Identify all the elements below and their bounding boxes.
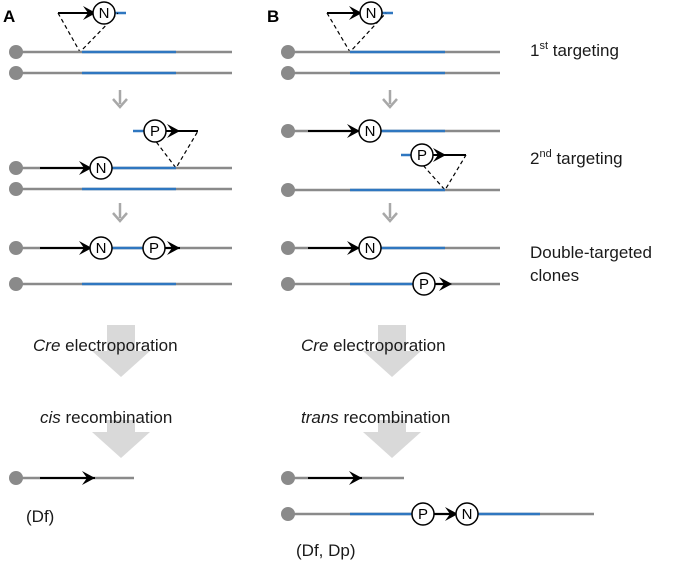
panel-b-result-chromosome-1 [281, 471, 404, 485]
puro-marker-icon [142, 236, 166, 260]
down-arrow-icon [112, 90, 128, 109]
panel-a-chromosome-4 [9, 182, 232, 196]
neo-marker-icon [359, 1, 383, 25]
panel-b-chromosome-6: P [281, 272, 500, 296]
double-targeted-label-line2: clones [530, 266, 579, 285]
neo-marker-icon [89, 156, 113, 180]
puro-marker-icon [411, 502, 435, 526]
neo-marker-label: N [366, 5, 377, 22]
panel-a-cre-label: Cre electroporation [33, 336, 178, 355]
panel-b-cre-label: Cre electroporation [301, 336, 446, 355]
panel-a-result-chromosome [9, 471, 134, 485]
panel-b-targeting-vector-puro: P [401, 143, 467, 192]
panel-a-chromosome-6 [9, 277, 232, 291]
second-targeting-label: 2nd targeting [530, 148, 623, 168]
double-targeted-label-line1: Double-targeted [530, 243, 652, 262]
puro-marker-label: P [419, 276, 429, 293]
panel-a-result-label: (Df) [26, 507, 54, 526]
panel-a-targeting-vector-neo: N [57, 1, 126, 53]
puro-marker-label: P [417, 147, 427, 164]
panel-b-chromosome-5: N [281, 236, 500, 260]
panel-a-label: A [3, 7, 15, 26]
down-arrow-icon [112, 203, 128, 223]
panel-b-chromosome-4 [281, 183, 500, 197]
neo-marker-label: N [462, 506, 473, 523]
big-down-arrow-icon [92, 420, 150, 458]
neo-marker-icon [89, 236, 113, 260]
puro-marker-icon [412, 272, 436, 296]
panel-b-label: B [267, 7, 279, 26]
neo-marker-label: N [365, 123, 376, 140]
panel-b-chromosome-1 [281, 45, 500, 59]
neo-marker-label: N [96, 240, 107, 257]
panel-a-chromosome-2 [9, 66, 232, 80]
puro-marker-icon [143, 119, 167, 143]
panel-a-targeting-vector-puro: P [133, 119, 199, 170]
neo-marker-icon [358, 236, 382, 260]
panel-a-chromosome-5: N P [9, 236, 232, 260]
panel-b-chromosome-3: N [281, 119, 500, 143]
neo-marker-icon [455, 502, 479, 526]
puro-marker-label: P [149, 240, 159, 257]
neo-marker-icon [358, 119, 382, 143]
puro-marker-label: P [150, 123, 160, 140]
big-down-arrow-icon [363, 325, 421, 377]
panel-a-cis-label: cis recombination [40, 408, 172, 427]
first-targeting-label: 1st targeting [530, 40, 619, 60]
down-arrow-icon [382, 203, 398, 223]
panel-b-result-label: (Df, Dp) [296, 541, 356, 560]
neo-marker-label: N [99, 5, 110, 22]
puro-marker-label: P [418, 506, 428, 523]
neo-marker-label: N [96, 160, 107, 177]
puro-marker-icon [410, 143, 434, 167]
big-down-arrow-icon [92, 325, 150, 377]
neo-marker-icon [92, 1, 116, 25]
panel-a-chromosome-1 [9, 45, 232, 59]
panel-b-chromosome-2 [281, 66, 500, 80]
neo-marker-label: N [365, 240, 376, 257]
panel-b-result-chromosome-2: P N [281, 502, 594, 526]
panel-b-targeting-vector-neo: N [326, 1, 393, 54]
panel-a-chromosome-3: N [9, 156, 232, 180]
big-down-arrow-icon [363, 420, 421, 458]
panel-b-trans-label: trans recombination [301, 408, 450, 427]
down-arrow-icon [382, 90, 398, 109]
